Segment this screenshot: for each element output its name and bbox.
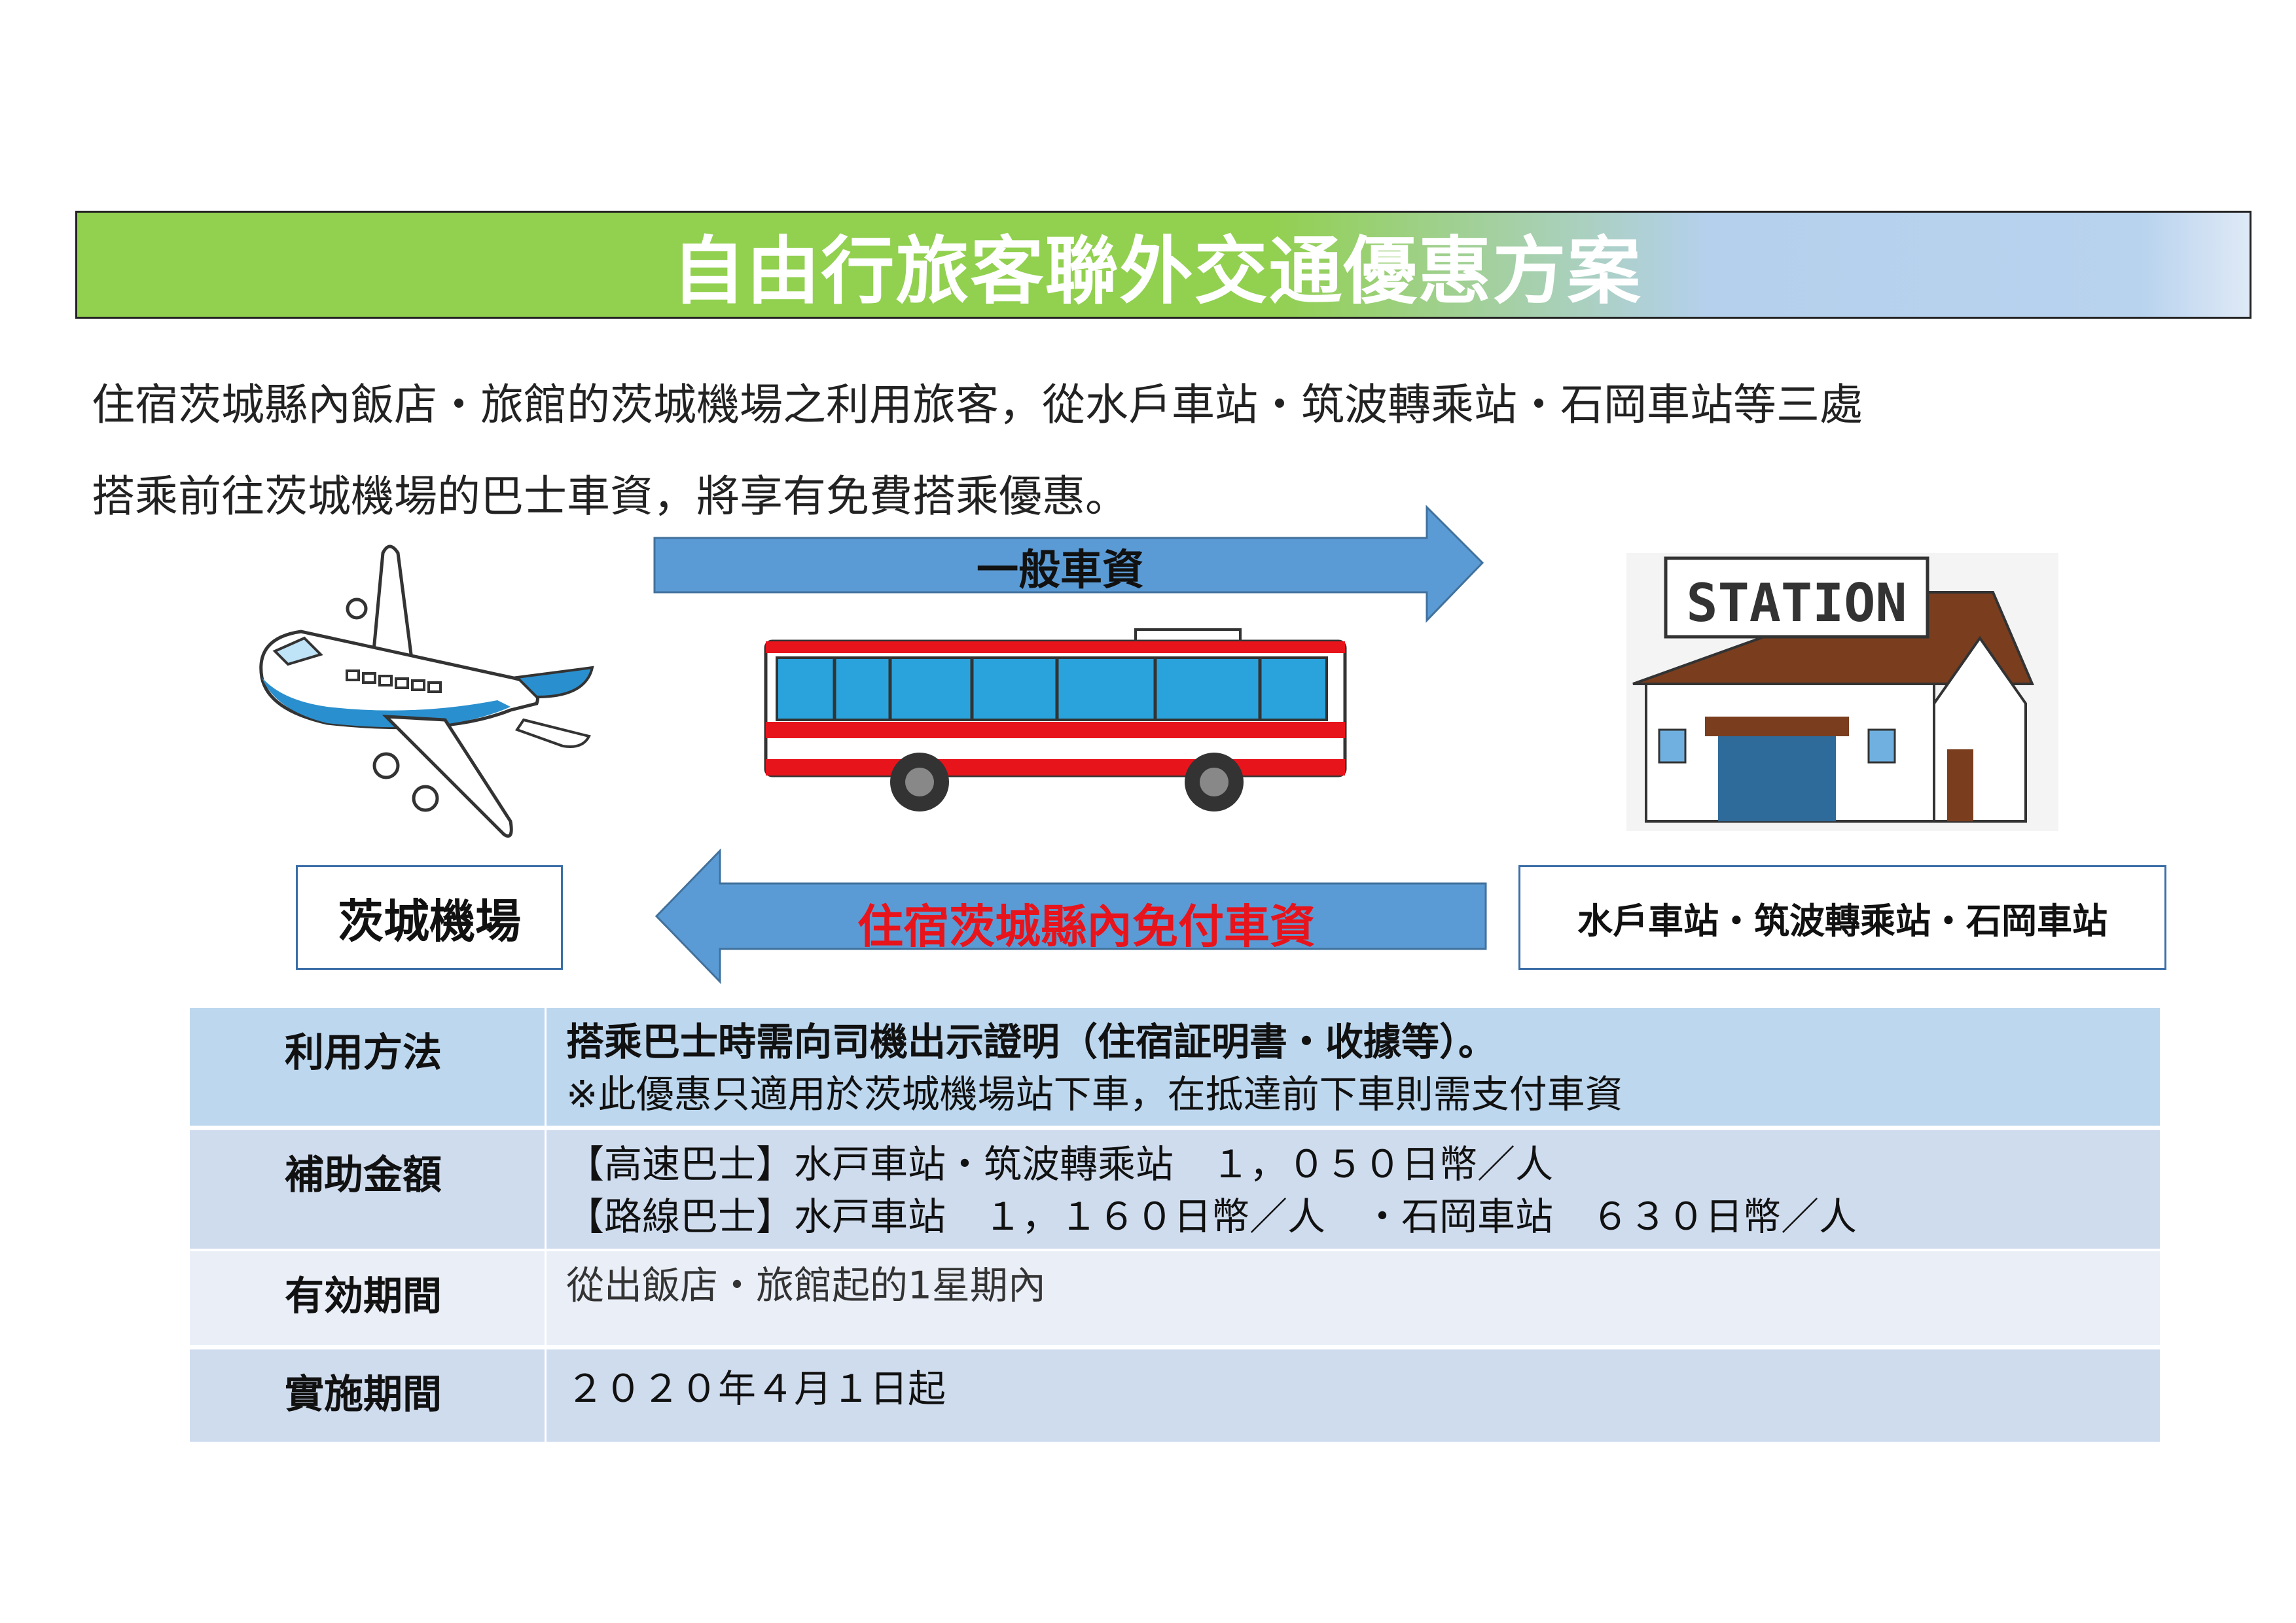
row-value-line: 【高速巴士】水戸車站・筑波轉乘站 １，０５０日幣／人 <box>566 1142 1554 1186</box>
airport-label-box: 茨城機場 <box>296 865 563 970</box>
airplane-icon <box>259 544 594 838</box>
station-icon <box>1632 556 2035 823</box>
row-value-line: 從出飯店・旅館起的1星期內 <box>566 1263 1046 1308</box>
row-label: 有効期間 <box>190 1251 547 1345</box>
title-banner: 自由行旅客聯外交通優惠方案 <box>75 211 2251 319</box>
left-arrow-icon <box>655 848 1487 984</box>
station-sign: STATION <box>1686 573 1907 633</box>
table-row-subsidy: 補助金額 【高速巴士】水戸車站・筑波轉乘站 １，０５０日幣／人【路線巴士】水戸車… <box>190 1130 2160 1249</box>
row-value-line: 搭乘巴士時需向司機出示證明（住宿証明書・收據等）。 <box>566 1020 1497 1064</box>
regular-fare-label: 一般車資 <box>977 546 1144 595</box>
stations-label: 水戶車站・筑波轉乘站・石岡車站 <box>1577 900 2108 942</box>
free-fare-label: 住宿茨城縣內免付車資 <box>857 900 1316 954</box>
station-illustration: STATION <box>1626 553 2058 831</box>
page-title: 自由行旅客聯外交通優惠方案 <box>672 228 1642 314</box>
row-value-line: ２０２０年４月１日起 <box>566 1366 946 1411</box>
stations-label-box: 水戶車站・筑波轉乘站・石岡車站 <box>1518 865 2166 970</box>
row-label: 實施期間 <box>190 1349 547 1442</box>
table-row-validity: 有効期間 從出飯店・旅館起的1星期內 <box>190 1251 2160 1345</box>
bus-icon <box>764 628 1347 812</box>
row-label: 利用方法 <box>190 1008 547 1126</box>
intro-line-2: 搭乘前往茨城機場的巴士車資，將享有免費搭乘優惠。 <box>92 471 1128 522</box>
right-arrow-icon <box>653 505 1484 623</box>
table-row-period: 實施期間 ２０２０年４月１日起 <box>190 1349 2160 1442</box>
airport-label: 茨城機場 <box>338 894 521 948</box>
table-row-usage: 利用方法 搭乘巴士時需向司機出示證明（住宿証明書・收據等）。 ※此優惠只適用於茨城… <box>190 1008 2160 1126</box>
row-label: 補助金額 <box>190 1130 547 1249</box>
row-value-line: 【路線巴士】水戸車站 １，１６０日幣／人 ・石岡車站 ６３０日幣／人 <box>566 1194 1857 1239</box>
intro-line-1: 住宿茨城縣內飯店・旅館的茨城機場之利用旅客，從水戶車站・筑波轉乘站・石岡車站等三… <box>92 380 1863 430</box>
row-value-line: ※此優惠只適用於茨城機場站下車，在抵達前下車則需支付車資 <box>566 1072 1623 1116</box>
